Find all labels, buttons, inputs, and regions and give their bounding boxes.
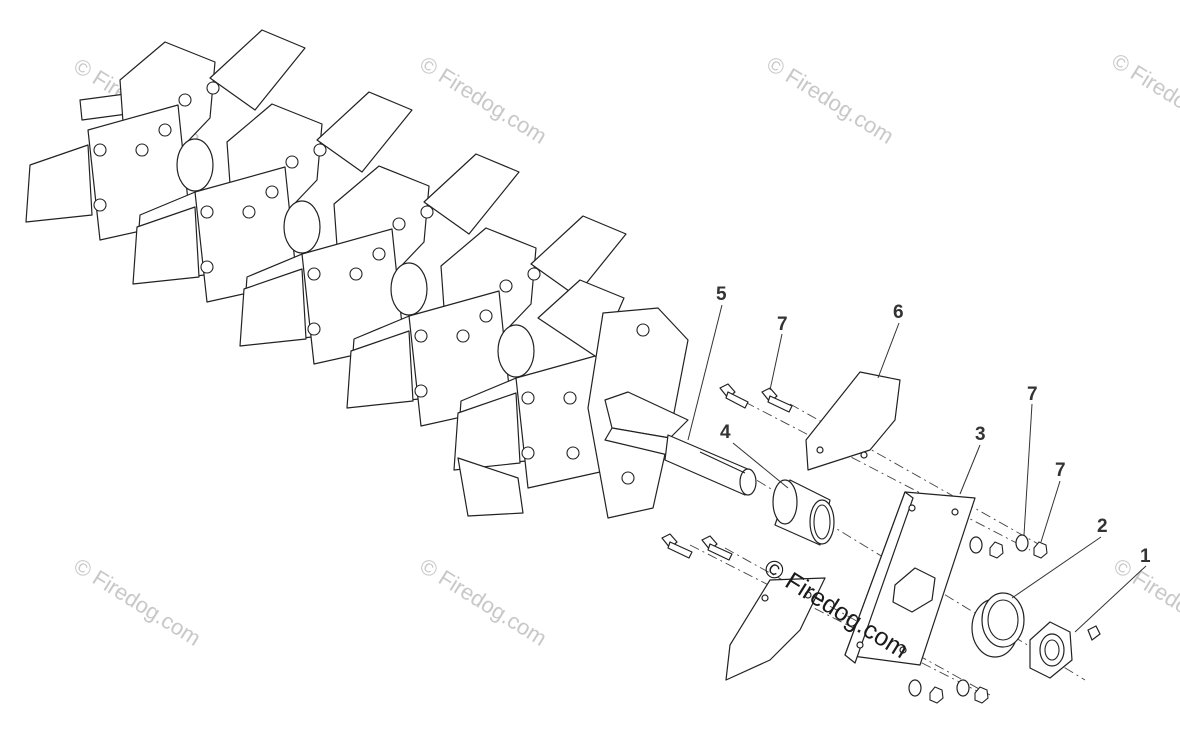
watermark-tile: © Firedog.com (69, 553, 205, 651)
callout-label: 1 (1140, 546, 1151, 567)
bolt-alignment-line (689, 544, 986, 696)
watermark-tile: © Firedog.com (762, 51, 898, 149)
tine-hub-unit (346, 215, 627, 469)
part-4-bushing (772, 479, 835, 546)
watermark-tile: © Firedog.com (415, 51, 551, 149)
callout-3: 3 (959, 424, 986, 495)
bolt-alignment-line (744, 401, 1031, 551)
part-5-shaft (604, 391, 757, 496)
part-2-bearing (971, 592, 1025, 658)
part-6-tine-blade (805, 371, 901, 471)
callout-4: 4 (720, 422, 789, 489)
callout-6: 6 (877, 302, 904, 379)
hub-bolts (93, 81, 220, 212)
tine-hub-unit (25, 29, 306, 283)
callout-7-nut: 7 (1040, 460, 1066, 543)
tine-hub-unit-front (453, 279, 689, 519)
tine-hub-unit (239, 153, 520, 407)
callout-label: 2 (1097, 516, 1108, 537)
part-1-lock-collar (1029, 621, 1101, 679)
callout-2: 2 (1011, 516, 1108, 599)
callout-5: 5 (687, 284, 727, 441)
tine-blade (209, 29, 306, 111)
callout-label: 7 (777, 314, 788, 335)
watermark-tile: © Firedog.com (415, 553, 551, 651)
hub-bore (176, 138, 214, 192)
callout-7-washer: 7 (1023, 384, 1038, 536)
callout-label: 6 (893, 302, 904, 323)
callout-label: 5 (716, 284, 727, 305)
callout-7-upper: 7 (769, 314, 788, 391)
callout-1: 1 (1074, 546, 1151, 633)
tine-blade-lower (725, 577, 826, 681)
callout-label: 3 (975, 424, 986, 445)
part-7-hardware (661, 383, 1048, 704)
callout-label: 7 (1055, 460, 1066, 481)
tine-blade (25, 144, 93, 223)
callout-label: 7 (1027, 384, 1038, 405)
part-3-bearing-plate (844, 491, 976, 666)
tine-reel-assembly (25, 29, 689, 519)
callout-label: 4 (720, 422, 731, 443)
watermark-tile: © Firedog.com (1107, 48, 1180, 146)
